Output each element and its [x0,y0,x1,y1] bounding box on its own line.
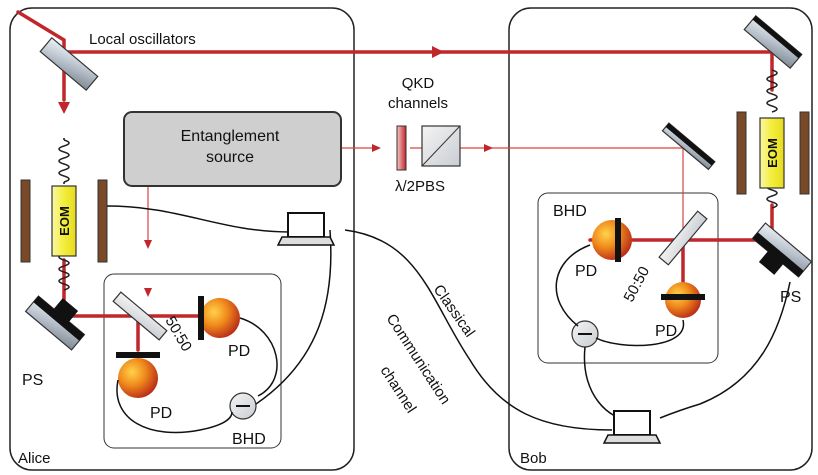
signal-arrow-qkd [372,144,381,152]
splitter-label-bob: 50:50 [621,264,654,305]
phase-shifter-alice [24,295,86,351]
signal-arrow-bob [484,144,493,152]
photodiode-bob-bottom [661,282,705,318]
photodiode-bob-left [592,218,632,262]
bhd-label-alice: BHD [232,431,266,448]
pd-label-alice-right: PD [228,343,250,360]
entanglement-source-label-2: source [206,149,254,166]
classical-label-3: channel [377,363,420,416]
pd-label-alice-bottom: PD [150,405,172,422]
phase-shifter-bob [751,222,813,278]
alice-bhd-box [103,273,282,449]
pd-label-bob-bottom: PD [655,323,677,340]
entanglement-source-label-1: Entanglement [181,128,280,145]
pd-label-bob-left: PD [575,263,597,280]
alice-label: Alice [18,450,51,467]
beam-splitter-alice [112,291,168,341]
qkd-label-1: QKD [402,75,435,92]
photodiode-alice-right [198,296,240,340]
photodiode-alice-bottom [116,352,160,398]
half-wave-plate [396,125,407,171]
mirror-alice-top [39,36,99,92]
pbs-cube [421,125,461,167]
signal-arrow-alice-down [144,240,152,249]
eom-alice [20,179,108,263]
signal-arrow-alice-bhd [144,288,152,297]
computer-alice-icon [276,212,336,246]
eom-label-alice: EOM [57,206,72,236]
electrical-wires [106,205,791,434]
splitter-label-alice: 50:50 [162,314,195,355]
spring-bob-top [766,69,778,113]
mirror-bob-middle [661,122,716,171]
mirror-bob-top [743,14,803,70]
bob-box [508,7,813,471]
alice-box [9,7,355,471]
bhd-label-bob: BHD [553,203,587,220]
computer-bob-icon [602,410,662,444]
classical-label-1: Classical [430,282,478,341]
qkd-label-2: channels [388,95,448,112]
bob-bhd-box [537,192,719,364]
bob-label: Bob [520,450,547,467]
spring-alice-top [58,138,70,184]
lambda-pbs-label: λ/2PBS [395,178,445,195]
ps-label-alice: PS [22,372,43,389]
beam-splitter-bob [658,210,708,266]
eom-label-bob: EOM [765,138,780,168]
eom-bob [736,111,810,195]
subtractor-alice [229,392,257,420]
entanglement-source-box [123,111,342,187]
lo-arrow-down-alice [58,102,70,114]
local-oscillators-label: Local oscillators [89,31,196,48]
ps-label-bob: PS [780,289,801,306]
lo-arrow-right [432,46,444,58]
